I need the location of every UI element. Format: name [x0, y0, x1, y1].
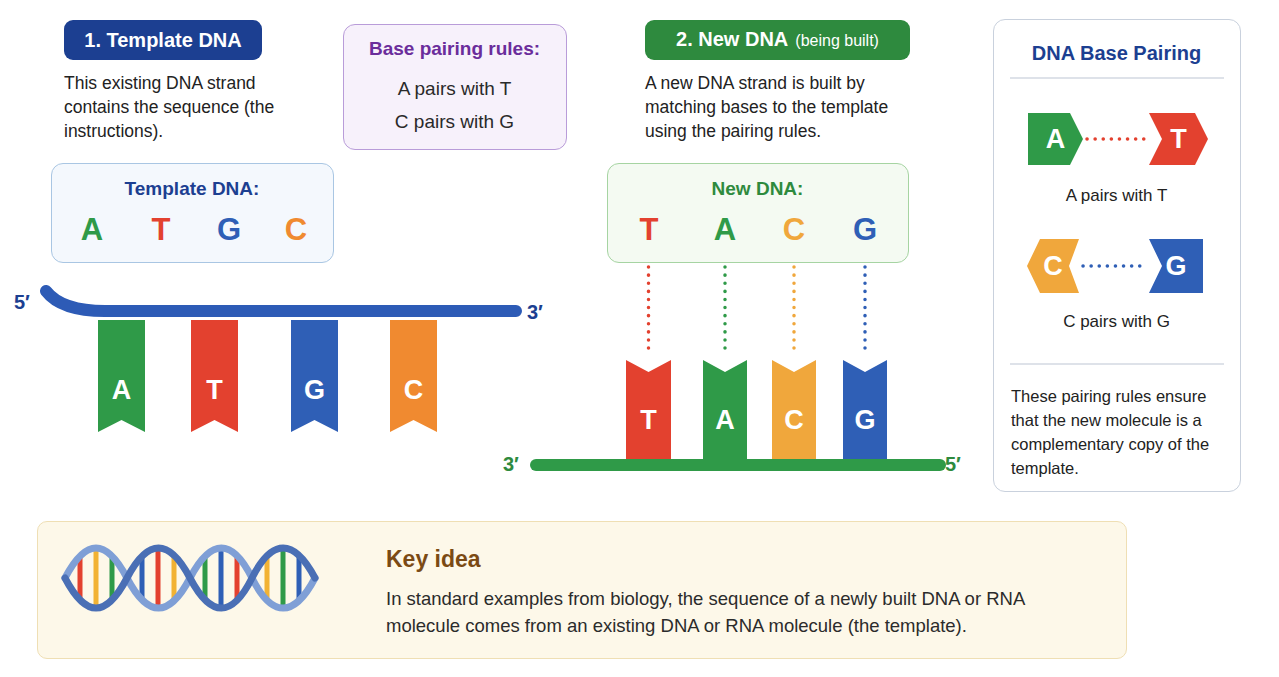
sequence-box: New DNA: T ACG: [607, 163, 909, 263]
base-tab: T: [191, 320, 238, 432]
base-tab: C: [1027, 239, 1079, 293]
step-title: 2. New DNA: [676, 28, 788, 51]
sequence-letter: A: [705, 213, 745, 247]
strand-end: 3′: [503, 452, 533, 476]
base-tab: A: [1028, 113, 1083, 165]
sequence-letter: A: [72, 213, 112, 247]
base-letter: T: [1149, 124, 1208, 154]
sequence-letter: G: [209, 213, 249, 247]
base-letter: C: [1027, 251, 1079, 281]
sequence-letter: G: [845, 213, 885, 247]
base-tab: G: [291, 320, 338, 432]
pair-caption: C pairs with G: [994, 311, 1239, 333]
panel-heading: DNA Base Pairing: [994, 41, 1239, 65]
base-tab: G: [843, 360, 887, 460]
base-letter: G: [1149, 251, 1203, 281]
sequence-box: Template DNA: ATGC: [51, 163, 334, 263]
key-text: In standard examples from biology, the s…: [386, 585, 1101, 639]
box-heading: New DNA:: [608, 177, 907, 201]
base-tab: T: [1149, 113, 1208, 165]
pairing-panel: DNA Base Pairing A pairs with T C pairs wi…: [993, 19, 1241, 492]
tab-fill: [1028, 113, 1083, 165]
tab-fill: [98, 320, 145, 432]
sequence-letter: T: [141, 213, 181, 247]
base-letter: A: [703, 405, 747, 435]
rules-box: Base pairing rules: A pairs with T C pairs…: [343, 24, 567, 150]
base-tab: A: [98, 320, 145, 432]
step-pill: 2. New DNA (being built): [645, 20, 910, 60]
tab-fill: [843, 360, 887, 460]
base-letter: A: [1028, 124, 1083, 154]
sequence-letter: T: [629, 213, 669, 247]
sequence-letter: C: [276, 213, 316, 247]
box-heading: Base pairing rules:: [344, 37, 565, 61]
tab-fill: [1149, 239, 1203, 293]
tab-fill: [390, 320, 437, 432]
base-tab: A: [703, 360, 747, 460]
pairing-dots: [792, 267, 796, 356]
strand-end: 5′: [945, 452, 975, 476]
base-letter: T: [191, 375, 238, 405]
box-heading: Template DNA:: [52, 177, 332, 201]
dna-backbone: [46, 291, 516, 311]
step-title: 1. Template DNA: [64, 28, 262, 52]
step-description: A new DNA strand is built by matching ba…: [645, 71, 925, 143]
strand-end: 5′: [14, 290, 44, 314]
base-letter: C: [772, 405, 816, 435]
base-tab: T: [626, 360, 671, 460]
base-letter: T: [626, 405, 671, 435]
tab-fill: [626, 360, 671, 460]
strand-end: 3′: [527, 300, 557, 324]
pair-caption: A pairs with T: [994, 185, 1239, 207]
step-subtitle: (being built): [795, 32, 879, 50]
base-tab: C: [772, 360, 816, 460]
step-description: This existing DNA strand contains the se…: [64, 71, 319, 143]
step-pill: 1. Template DNA: [64, 20, 262, 60]
tab-fill: [772, 360, 816, 460]
base-letter: G: [843, 405, 887, 435]
rule-text: A pairs with T: [344, 77, 565, 101]
base-tab: C: [390, 320, 437, 432]
tab-fill: [191, 320, 238, 432]
key-idea-box: Key idea In standard examples from biolog…: [37, 521, 1127, 659]
pairing-dots: [647, 267, 651, 356]
pairing-dots: [723, 267, 727, 356]
dna-backbone: [536, 459, 940, 471]
pairing-dots: [863, 267, 867, 356]
tab-fill: [291, 320, 338, 432]
panel-note: These pairing rules ensure that the new …: [1011, 384, 1226, 480]
tab-fill: [703, 360, 747, 460]
base-letter: G: [291, 375, 338, 405]
key-heading: Key idea: [386, 545, 686, 573]
base-tab: G: [1149, 239, 1203, 293]
base-letter: C: [390, 375, 437, 405]
tab-fill: [1149, 113, 1208, 165]
base-letter: A: [98, 375, 145, 405]
sequence-letter: C: [774, 213, 814, 247]
rule-text: C pairs with G: [344, 110, 565, 134]
tab-fill: [1027, 239, 1079, 293]
